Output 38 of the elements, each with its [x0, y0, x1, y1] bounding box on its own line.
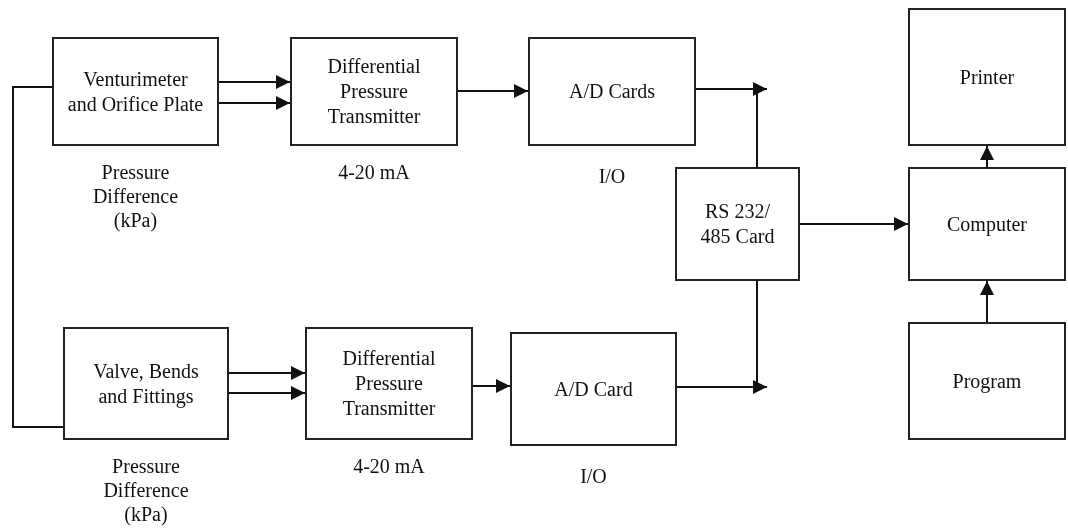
- arrow: [218, 96, 291, 110]
- node-label: A/D Card: [554, 376, 633, 402]
- node-label: Differential Pressure Transmitter: [341, 346, 437, 421]
- node-label: Printer: [959, 64, 1015, 90]
- arrow: [472, 379, 511, 393]
- node-caption: I/O: [597, 164, 627, 188]
- node-label: Valve, Bends and Fittings: [92, 358, 200, 409]
- process-box: [290, 37, 458, 146]
- node-caption: 4-20 mA: [337, 160, 411, 184]
- node-label: Computer: [947, 211, 1027, 237]
- arrow: [218, 75, 291, 89]
- node-caption: 4-20 mA: [352, 454, 426, 478]
- arrow: [799, 217, 909, 231]
- node-caption: Pressure Difference (kPa): [91, 160, 180, 232]
- node-caption: Pressure Difference (kPa): [102, 454, 190, 526]
- process-box: [528, 37, 696, 146]
- process-box: [675, 167, 800, 281]
- process-box: [908, 8, 1066, 146]
- node-label: Differential Pressure Transmitter: [326, 54, 422, 129]
- process-box: [52, 37, 219, 146]
- process-box: [908, 167, 1066, 281]
- connector-line: [12, 86, 64, 428]
- arrow: [457, 84, 529, 98]
- arrow: [228, 386, 306, 400]
- process-box: [510, 332, 677, 446]
- node-label: Venturimeter and Orifice Plate: [67, 66, 204, 117]
- node-label: RS 232/ 485 Card: [699, 199, 776, 249]
- process-box: [63, 327, 229, 440]
- arrow: [676, 380, 768, 394]
- node-label: Program: [952, 368, 1022, 394]
- node-label: A/D Cards: [568, 79, 656, 104]
- arrow: [980, 280, 994, 323]
- arrow: [980, 145, 994, 168]
- node-caption: I/O: [579, 464, 608, 488]
- arrow: [228, 366, 306, 380]
- arrow: [695, 82, 768, 96]
- process-box: [305, 327, 473, 440]
- process-box: [908, 322, 1066, 440]
